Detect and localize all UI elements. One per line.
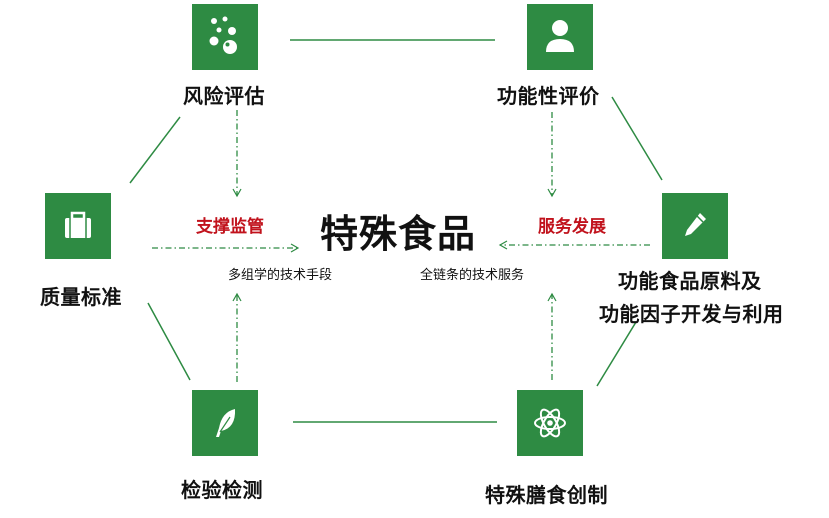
special-diet-node-box <box>517 390 583 456</box>
special-diet-label: 特殊膳食创制 <box>485 483 608 507</box>
raw-material-label-line2: 功能因子开发与利用 <box>599 302 784 326</box>
quality-node-box <box>45 193 111 259</box>
service-subtitle: 全链条的技术服务 <box>420 268 525 283</box>
briefcase-icon <box>65 211 91 238</box>
edge-raw-diet <box>596 321 637 387</box>
risk-node-box <box>192 4 258 70</box>
user-icon <box>546 20 574 52</box>
atom-icon <box>534 408 566 438</box>
raw-material-node-box <box>662 193 728 259</box>
risk-label: 风险评估 <box>183 84 265 108</box>
edge-inspection-quality <box>147 302 191 381</box>
support-title: 支撑监管 <box>196 217 264 237</box>
feather-icon <box>216 409 236 437</box>
function-eval-label: 功能性评价 <box>497 84 600 108</box>
inspection-node-box <box>192 390 258 456</box>
service-title: 服务发展 <box>538 217 606 237</box>
raw-material-label-line1: 功能食品原料及 <box>618 269 762 293</box>
bubbles-icon <box>209 16 237 54</box>
edge-function-raw <box>611 96 663 181</box>
pencil-icon <box>685 213 706 236</box>
quality-label: 质量标准 <box>40 285 122 309</box>
function-eval-node-box <box>527 4 593 70</box>
support-subtitle: 多组学的技术手段 <box>228 268 333 283</box>
center-title: 特殊食品 <box>320 212 477 256</box>
edge-quality-risk <box>129 116 181 184</box>
inspection-label: 检验检测 <box>181 478 263 502</box>
